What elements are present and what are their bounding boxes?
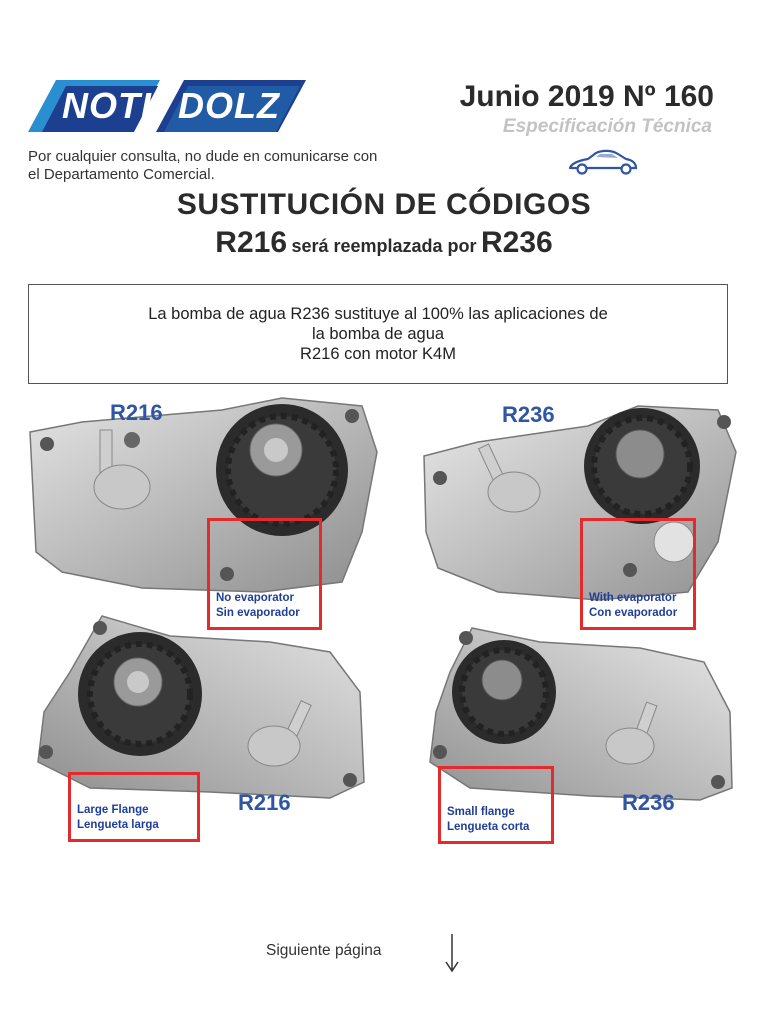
headline-subtitle: R216 será reemplazada por R236 (0, 226, 768, 260)
logo-word-noti: NOTI (62, 85, 152, 126)
old-code: R216 (215, 226, 287, 259)
pump-photo-r236-bottom (420, 622, 736, 834)
notice-line-1: La bomba de agua R236 sustituye al 100% … (148, 305, 608, 323)
note-line-1: Large Flange (77, 804, 149, 816)
highlight-box-small-flange: Small flange Lengueta corta (438, 766, 554, 844)
arrow-down-icon[interactable] (442, 932, 462, 974)
model-label-r236-top: R236 (502, 402, 555, 427)
highlight-box-large-flange: Large Flange Lengueta larga (68, 772, 200, 842)
headline-title: SUSTITUCIÓN DE CÓDIGOS (176, 188, 592, 221)
logo-word-dolz: DOLZ (178, 85, 280, 126)
note-line-2: Sin evaporador (216, 607, 300, 619)
contact-text: Por cualquier consulta, no dude en comun… (28, 148, 508, 184)
next-page-link[interactable]: Siguiente página (266, 942, 382, 959)
contact-line-1: Por cualquier consulta, no dude en comun… (28, 148, 378, 165)
note-line-1: No evaporator (216, 592, 294, 604)
pump-photo-r236-top (418, 392, 742, 614)
notidolz-logo: NOTI DOLZ (28, 80, 306, 132)
pump-photo-r216-bottom (30, 612, 370, 834)
issue-title: Junio 2019 Nº 160 (459, 80, 714, 113)
replacement-connector: será reemplazada por (291, 236, 477, 256)
new-code: R236 (481, 226, 553, 259)
issue-subtitle: Especificación Técnica (502, 116, 712, 137)
car-icon (566, 148, 638, 178)
note-line-2: Lengueta larga (77, 819, 159, 831)
highlight-box-with-evaporator: With evaporator Con evaporador (580, 518, 696, 630)
notice-box: La bomba de agua R236 sustituye al 100% … (28, 284, 728, 384)
notice-line-2: la bomba de agua (311, 325, 445, 343)
notice-line-3: R216 con motor K4M (300, 345, 456, 363)
note-line-2: Lengueta corta (447, 821, 530, 833)
contact-line-2: el Departamento Comercial. (28, 166, 215, 183)
highlight-box-no-evaporator: No evaporator Sin evaporador (207, 518, 322, 630)
note-line-1: With evaporator (589, 592, 677, 604)
note-line-2: Con evaporador (589, 607, 678, 619)
model-label-r236-bottom: R236 (622, 790, 675, 815)
note-line-1: Small flange (447, 806, 515, 818)
model-label-r216-bottom: R216 (238, 790, 291, 815)
model-label-r216-top: R216 (110, 400, 163, 425)
pump-photo-r216-top (22, 392, 382, 614)
